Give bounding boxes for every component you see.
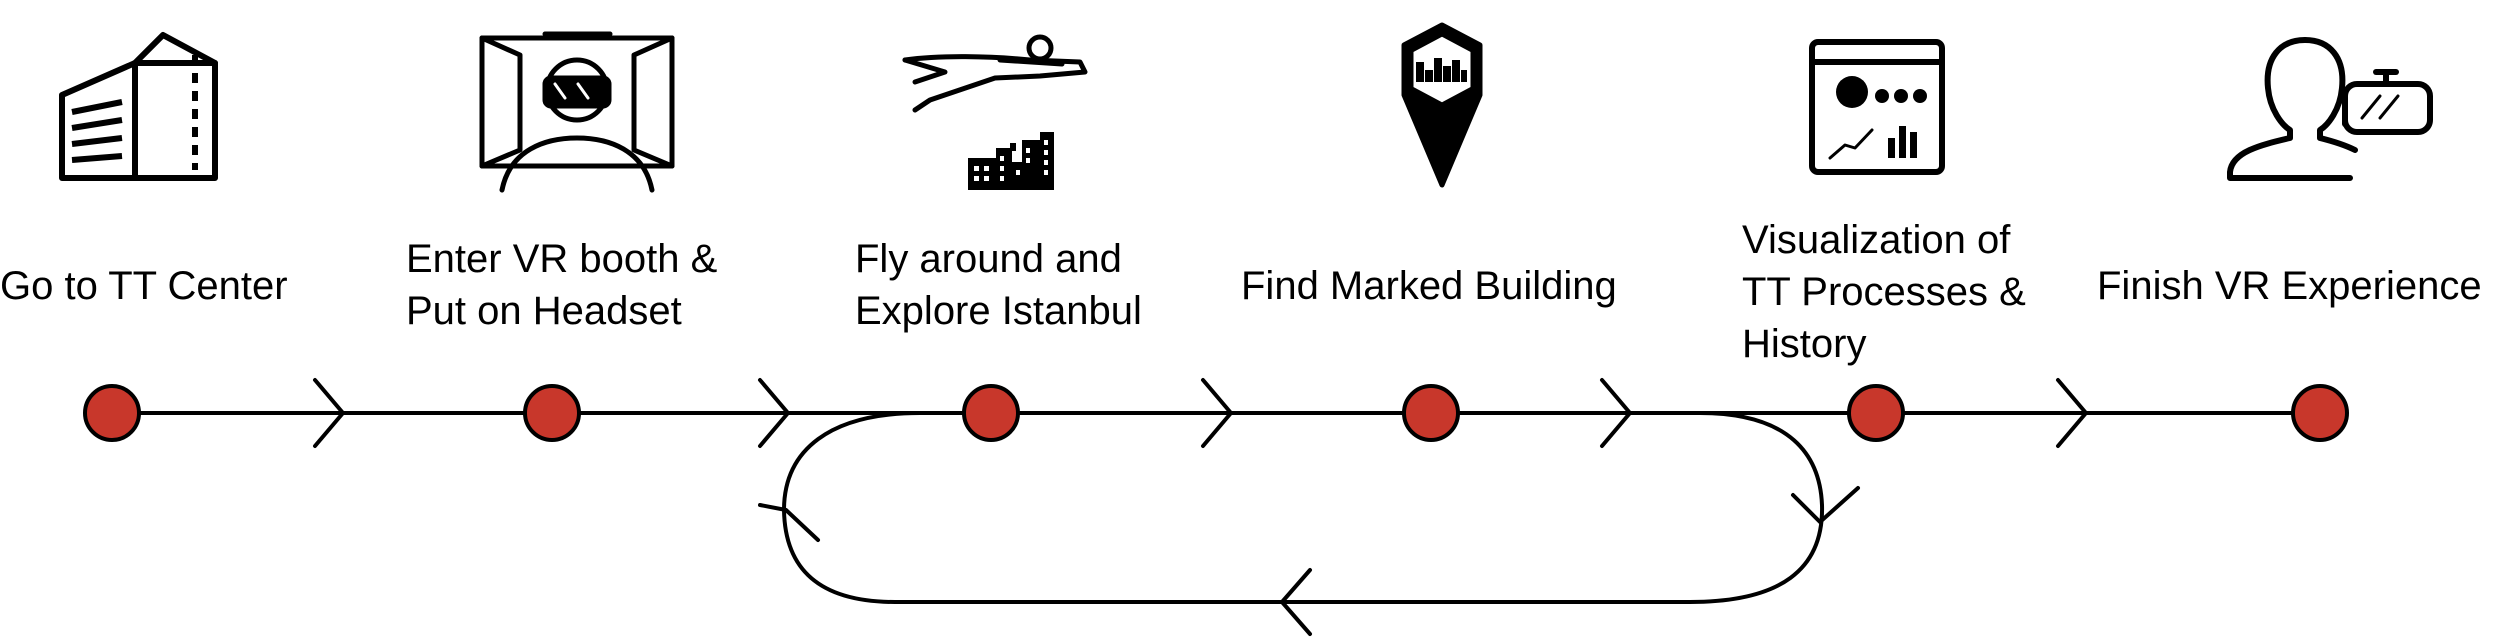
loop-arrow-right [1791,486,1860,524]
step-node-1 [83,384,141,442]
arrow-head-4 [1600,378,1632,448]
step-label-line: Enter VR booth & [406,237,718,281]
loop-arrow-left [758,503,820,542]
step-node-4 [1402,384,1460,442]
step-label-fly-around: Fly around and Explore Istanbul [855,233,1142,337]
arrow-head-2 [758,378,790,448]
step-label-line: TT Processes & [1742,270,2026,314]
step-node-2 [523,384,581,442]
user-vr-headset-icon [2227,37,2433,181]
step-label-finish-vr-experience: Finish VR Experience [2097,260,2482,312]
step-label-line: History [1742,322,1867,366]
step-label-line: Fly around and [855,237,1122,281]
data-dashboard-icon [1809,39,1945,175]
loop-arrow-bottom [1280,568,1312,636]
exploration-loop-path [782,411,1825,604]
vr-booth-headset-icon [479,31,675,193]
office-building-icon [59,32,218,181]
step-label-enter-vr-booth: Enter VR booth & Put on Headset [406,233,717,337]
flying-person-city-icon [902,34,1088,190]
arrow-head-1 [313,378,345,448]
arrow-head-5 [2056,378,2088,448]
step-label-go-to-tt-center: Go to TT Center [0,260,288,312]
step-label-visualization: Visualization of TT Processes & History [1742,214,2026,370]
step-label-line: Finish VR Experience [2097,264,2482,308]
step-node-5 [1847,384,1905,442]
step-label-line: Go to TT Center [0,264,288,308]
step-node-3 [962,384,1020,442]
map-marker-building-icon [1401,22,1483,188]
step-label-find-marked-building: Find Marked Building [1241,260,1617,312]
arrow-head-3 [1201,378,1233,448]
step-label-line: Visualization of [1742,218,2011,262]
step-label-line: Put on Headset [406,289,682,333]
step-label-line: Explore Istanbul [855,289,1142,333]
step-label-line: Find Marked Building [1241,264,1617,308]
step-node-6 [2291,384,2349,442]
